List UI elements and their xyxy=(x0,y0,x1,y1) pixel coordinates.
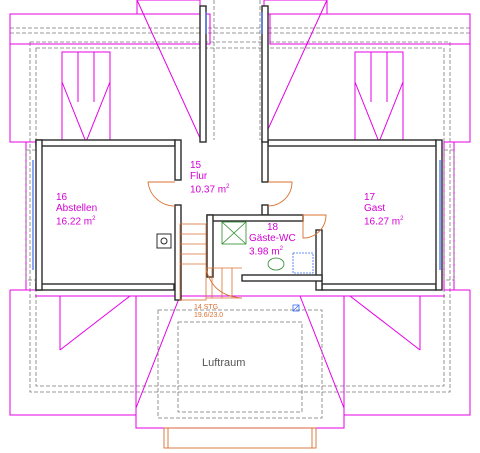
room-15-area: 10.37 m xyxy=(190,184,227,196)
room-17-area-row: 16.27 m2 xyxy=(364,214,403,227)
stair-steps: 14 STG xyxy=(194,304,219,311)
room-17-number: 17 xyxy=(364,192,376,203)
room-17-area: 16.27 m xyxy=(364,216,401,228)
dashed-inner xyxy=(25,0,455,419)
room-18-name: Gäste-WC xyxy=(249,233,296,244)
room-16-name: Abstellen xyxy=(56,203,98,214)
dormer-top-left xyxy=(9,0,211,143)
room-15-number: 15 xyxy=(190,160,202,171)
room-18-label: 18 Gäste-WC 3.98 m2 xyxy=(249,222,296,257)
room-15-area-unit: 2 xyxy=(226,184,230,190)
room-15-area-row: 10.37 m2 xyxy=(190,182,229,195)
stair-label: 14 STG 19.6/23.0 xyxy=(194,304,223,320)
doors xyxy=(147,181,327,239)
room-16-label: 16 Abstellen 16.22 m2 xyxy=(56,192,97,227)
room-16-area-row: 16.22 m2 xyxy=(56,214,97,227)
stair-ratio: 19.6/23.0 xyxy=(194,312,224,319)
windows xyxy=(32,12,441,270)
void-label: Luftraum xyxy=(202,357,246,369)
room-16-area: 16.22 m xyxy=(56,216,93,228)
room-17-label: 17 Gast 16.27 m2 xyxy=(364,192,403,227)
room-18-area: 3.98 m xyxy=(249,246,280,258)
room-15-label: 15 Flur 10.37 m2 xyxy=(190,160,229,195)
room-16-area-unit: 2 xyxy=(92,216,96,222)
room-15-name: Flur xyxy=(190,171,208,182)
room-17-name: Gast xyxy=(364,203,386,214)
stair xyxy=(179,223,243,301)
walls xyxy=(35,5,443,301)
dormer-top-right xyxy=(263,0,471,143)
vent xyxy=(292,304,300,312)
room-18-area-unit: 2 xyxy=(279,246,283,252)
wc-fixtures xyxy=(221,221,314,274)
room-17-area-unit: 2 xyxy=(400,216,404,222)
chimney xyxy=(156,233,172,249)
room-18-number: 18 xyxy=(267,222,279,233)
balcony xyxy=(163,427,317,449)
room-18-area-row: 3.98 m2 xyxy=(249,244,296,257)
room-16-number: 16 xyxy=(56,192,68,203)
